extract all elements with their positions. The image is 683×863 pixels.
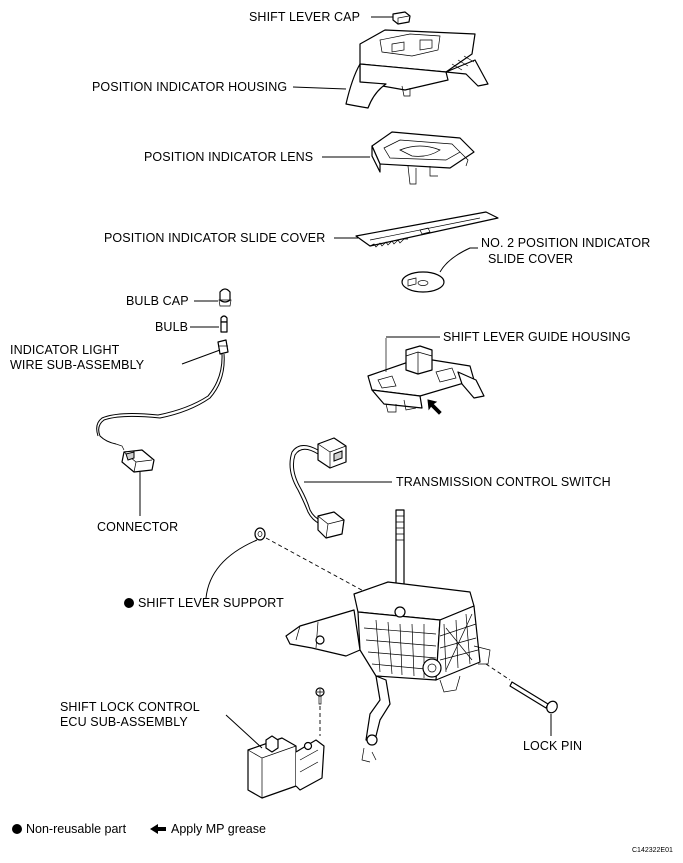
label-shift-lever-support: SHIFT LEVER SUPPORT <box>124 596 284 610</box>
label-transmission-control-switch: TRANSMISSION CONTROL SWITCH <box>396 475 611 489</box>
shift-lever-guide-housing-part <box>367 338 485 413</box>
label-shift-lever-guide-housing: SHIFT LEVER GUIDE HOUSING <box>443 330 631 344</box>
dashed-line-lock-pin <box>485 663 511 681</box>
legend-apply-grease: Apply MP grease <box>171 822 266 836</box>
legend-non-reusable: Non-reusable part <box>12 822 126 836</box>
figure-code: C142322E01 <box>632 847 673 854</box>
position-indicator-slide-cover-part <box>355 211 499 248</box>
screw-part <box>315 687 325 705</box>
label-shift-lever-support-text: SHIFT LEVER SUPPORT <box>138 596 284 610</box>
shift-lever-assembly-part <box>285 509 491 763</box>
label-bulb-cap: BULB CAP <box>126 294 189 308</box>
leader-position-indicator-housing <box>292 86 347 90</box>
label-connector: CONNECTOR <box>97 520 179 534</box>
connector-part <box>121 449 155 473</box>
leader-shift-lever-support <box>205 539 258 599</box>
shift-lever-support-part <box>254 527 266 541</box>
no2-slide-cover-part <box>401 271 445 293</box>
label-bulb: BULB <box>155 320 189 334</box>
lock-pin-part <box>509 681 558 714</box>
shift-lock-control-ecu-part <box>247 735 325 799</box>
indicator-light-wire-part <box>96 339 229 451</box>
non-reusable-icon <box>124 598 134 608</box>
label-position-indicator-lens: POSITION INDICATOR LENS <box>144 150 314 164</box>
label-indicator-light-1: INDICATOR LIGHT <box>10 343 120 357</box>
legend-non-reusable-text: Non-reusable part <box>26 822 127 836</box>
legend-apply-grease-text: Apply MP grease <box>171 822 266 836</box>
dashed-line-support <box>265 537 381 601</box>
leader-indicator-light <box>181 349 221 365</box>
filled-circle-icon <box>12 824 22 834</box>
label-shift-lever-cap: SHIFT LEVER CAP <box>249 10 361 24</box>
label-shift-lock-control-2: ECU SUB-ASSEMBLY <box>60 715 188 729</box>
label-position-indicator-slide-cover: POSITION INDICATOR SLIDE COVER <box>104 231 326 245</box>
bulb-part <box>220 315 228 333</box>
label-position-indicator-housing: POSITION INDICATOR HOUSING <box>92 80 288 94</box>
label-shift-lock-control-1: SHIFT LOCK CONTROL <box>60 700 200 714</box>
leader-shift-lock-control-ecu <box>225 714 263 749</box>
shift-lever-cap-part <box>392 11 411 25</box>
legend-arrow-icon <box>150 824 166 834</box>
leader-no2-slide-cover <box>439 247 478 273</box>
bulb-cap-part <box>218 288 232 307</box>
label-no2-slide-cover-1: NO. 2 POSITION INDICATOR <box>481 236 651 250</box>
label-no2-slide-cover-2: SLIDE COVER <box>488 252 574 266</box>
label-lock-pin: LOCK PIN <box>523 739 583 753</box>
label-indicator-light-2: WIRE SUB-ASSEMBLY <box>10 358 145 372</box>
grease-arrow-icon <box>427 399 442 415</box>
position-indicator-lens-part <box>371 131 475 185</box>
position-indicator-housing-part <box>345 29 489 109</box>
transmission-control-switch-part <box>289 437 347 539</box>
